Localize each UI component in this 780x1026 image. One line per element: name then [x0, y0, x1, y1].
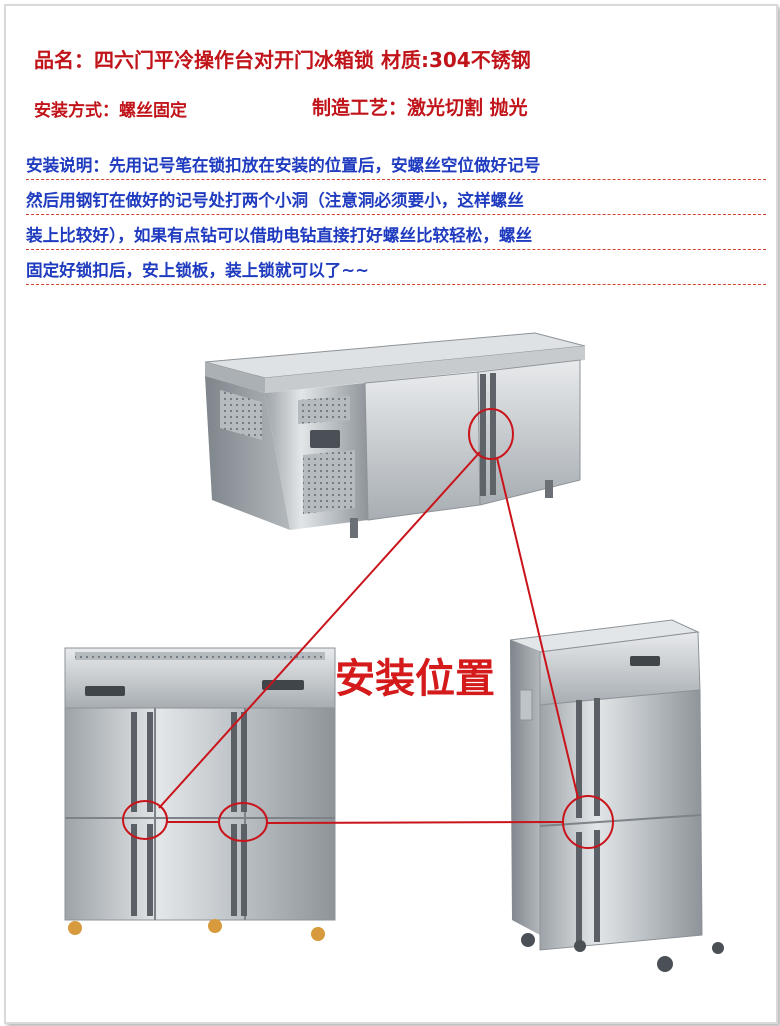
worktop-refrigerator — [204, 332, 586, 538]
six-door-refrigerator — [64, 647, 336, 941]
install-method: 安装方式：螺丝固定 — [34, 101, 187, 121]
marker-circle — [122, 800, 168, 840]
instruction-line: 固定好锁扣后，安上锁板，装上锁就可以了~~ — [26, 257, 766, 285]
connector-line — [496, 457, 579, 799]
instruction-line: 装上比较好），如果有点钻可以借助电钻直接打好螺丝比较轻松，螺丝 — [26, 222, 766, 250]
marker-circle — [468, 408, 514, 460]
connector-line — [266, 821, 564, 824]
install-position-label: 安装位置 — [335, 656, 495, 702]
four-door-refrigerator — [509, 619, 724, 972]
manufacturing-craft: 制造工艺：激光切割 抛光 — [312, 97, 528, 119]
instruction-line: 安装说明：先用记号笔在锁扣放在安装的位置后，安螺丝空位做好记号 — [26, 152, 766, 180]
install-position-markers — [122, 408, 614, 849]
product-title: 品名：四六门平冷操作台对开门冰箱锁 材质:304不锈钢 — [34, 48, 531, 72]
install-instructions: 安装说明：先用记号笔在锁扣放在安装的位置后，安螺丝空位做好记号 然后用钢钉在做好… — [26, 152, 766, 292]
connector-line — [158, 451, 481, 809]
instruction-line: 然后用钢钉在做好的记号处打两个小洞（注意洞必须要小，这样螺丝 — [26, 187, 766, 215]
